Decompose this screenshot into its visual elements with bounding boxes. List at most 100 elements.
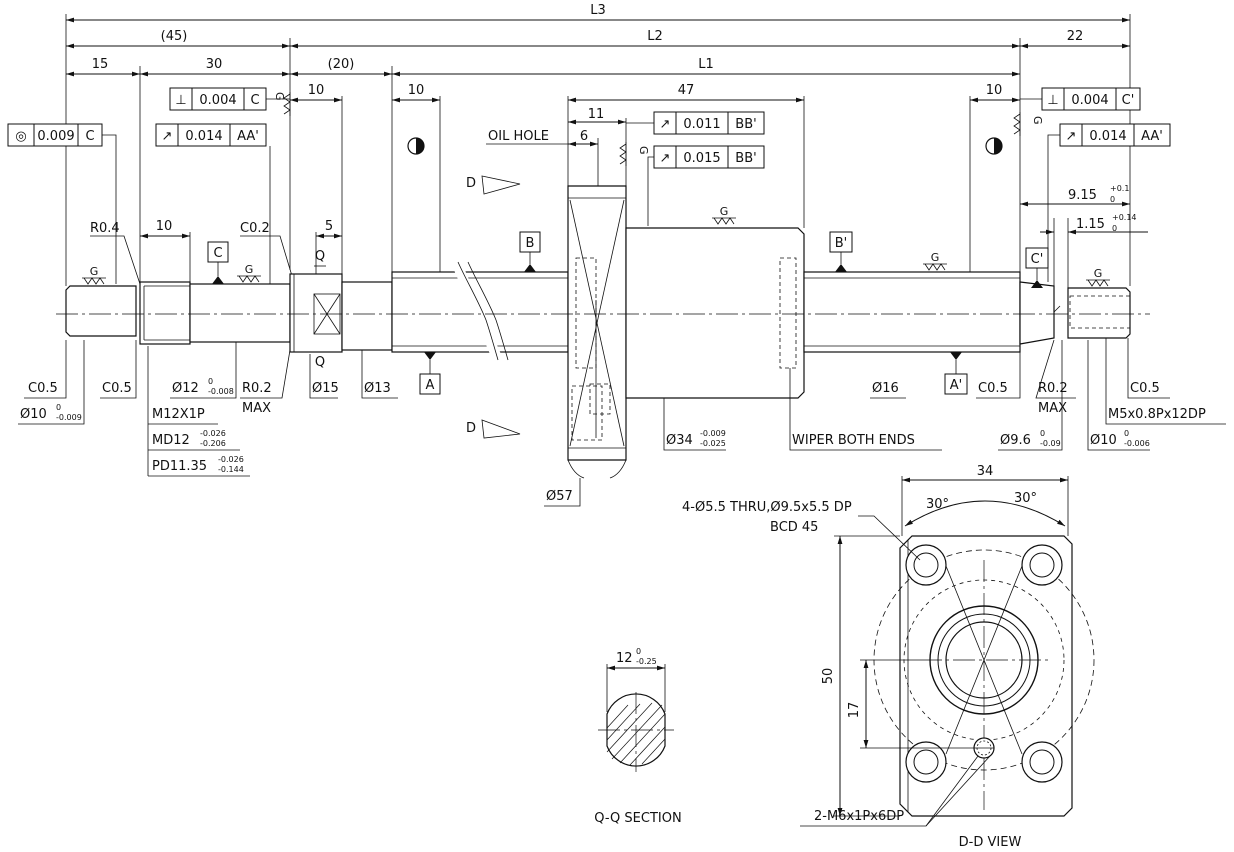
svg-text:+0.1: +0.1 (1110, 184, 1129, 193)
half-circle-icon (407, 137, 425, 155)
svg-text:Q: Q (315, 355, 325, 370)
svg-text:0: 0 (1124, 429, 1129, 438)
svg-text:C: C (85, 129, 94, 144)
dim-6: 6 (580, 129, 588, 144)
svg-text:G: G (245, 263, 254, 276)
dim-115: 1.15 (1076, 217, 1105, 232)
svg-text:G: G (90, 265, 99, 278)
gdt-frames: ◎ 0.009 C ⊥ 0.004 C ↗ 0.014 AA' ↗ 0.011 … (7, 87, 1171, 284)
runout-icon: ↗ (660, 117, 671, 132)
bolt-hole (905, 544, 947, 586)
qq-section-title: Q-Q SECTION (594, 811, 681, 826)
dia-13: Ø13 (364, 381, 391, 396)
datum-b: B (519, 231, 541, 272)
ball-screw-shaft (56, 185, 1150, 479)
dia-15: Ø15 (312, 381, 339, 396)
svg-text:D: D (466, 176, 476, 191)
runout-icon: ↗ (162, 129, 173, 144)
bolt-hole (1021, 544, 1063, 586)
perpendicularity-icon: ⊥ (1047, 93, 1058, 108)
view-mark-d-top: D (466, 175, 521, 195)
svg-text:D: D (466, 421, 476, 436)
fcf-perpendicularity-left: ⊥ 0.004 C (169, 87, 290, 111)
svg-text:A': A' (950, 378, 962, 393)
dim-l1: L1 (698, 57, 714, 72)
svg-text:0.014: 0.014 (185, 129, 222, 144)
svg-text:-0.009: -0.009 (700, 429, 726, 438)
svg-text:G: G (1031, 116, 1044, 125)
dim-30: 30 (206, 57, 223, 72)
oil-hole-label: OIL HOLE (488, 129, 549, 144)
dim-22: 22 (1067, 29, 1084, 44)
dd-height: 50 (821, 668, 836, 685)
qq-section-view: 12 0 -0.25 Q-Q SECTION (594, 647, 681, 826)
dia-10-right: Ø10 (1090, 433, 1117, 448)
svg-text:BB': BB' (735, 117, 756, 132)
dia-10-left: Ø10 (20, 407, 47, 422)
runout-icon: ↗ (660, 151, 671, 166)
chamfer-c05-thread: C0.5 (102, 381, 132, 396)
radius-r02-right: R0.2 (1038, 381, 1068, 396)
grind-symbol-vertical: G (273, 92, 291, 116)
datum-c-prime: C' (1025, 247, 1049, 288)
dim-915: 9.15 (1068, 188, 1097, 203)
angle-left: 30° (926, 497, 949, 512)
dd-view-title: D-D VIEW (959, 835, 1022, 850)
fcf-concentricity: ◎ 0.009 C (7, 123, 117, 284)
svg-text:A: A (426, 378, 435, 393)
svg-text:G: G (1094, 267, 1103, 280)
grind-symbol: G (237, 263, 261, 283)
dim-45: (45) (161, 29, 188, 44)
svg-text:0.009: 0.009 (37, 129, 74, 144)
fcf-runout-left: ↗ 0.014 AA' (155, 123, 271, 284)
svg-text:+0.14: +0.14 (1112, 213, 1137, 222)
svg-text:-0.009: -0.009 (56, 413, 82, 422)
svg-text:AA': AA' (1141, 129, 1163, 144)
chamfer-c05-left: C0.5 (28, 381, 58, 396)
svg-text:MAX: MAX (1038, 401, 1067, 416)
datum-a: A (419, 352, 441, 395)
fcf-runout-right: ↗ 0.014 AA' (1047, 123, 1171, 282)
grind-symbol: G (923, 251, 947, 271)
grind-symbol: G (82, 265, 106, 285)
surface-symbols: G G G G G G G G C B (82, 92, 1110, 439)
chamfer-c02: C0.2 (240, 221, 270, 236)
datum-a-prime: A' (944, 352, 968, 395)
svg-text:0.014: 0.014 (1089, 129, 1126, 144)
bolt-hole (905, 741, 947, 783)
perpendicularity-icon: ⊥ (175, 93, 186, 108)
dim-10-bearing: 10 (308, 83, 325, 98)
dia-34: Ø34 (666, 433, 693, 448)
thread-m12: M12X1P (152, 407, 205, 422)
view-mark-d-bottom: D (466, 419, 521, 439)
runout-icon: ↗ (1066, 129, 1077, 144)
dim-5: 5 (325, 219, 333, 234)
svg-text:0: 0 (1040, 429, 1045, 438)
dim-20: (20) (328, 57, 355, 72)
svg-text:BB': BB' (735, 151, 756, 166)
bottom-callouts: C0.5 Ø10 0 -0.009 C0.5 M12X1P MD12 -0.02… (18, 338, 1226, 507)
datum-c: C (207, 241, 229, 284)
svg-text:-0.025: -0.025 (700, 439, 726, 448)
section-mark-q-top: Q (314, 249, 326, 267)
svg-text:0: 0 (1112, 224, 1117, 233)
radius-r02-left: R0.2 (242, 381, 272, 396)
grind-symbol-vertical: G (619, 142, 650, 166)
svg-text:0.004: 0.004 (1071, 93, 1108, 108)
thread-m5: M5x0.8Px12DP (1108, 407, 1206, 422)
svg-text:C: C (213, 246, 222, 261)
dim-l2: L2 (647, 29, 663, 44)
dd-view: 34 30° 30° 4-Ø5.5 THRU,Ø9.5x5.5 DP BCD 4… (682, 464, 1095, 850)
bolt-hole (1021, 741, 1063, 783)
svg-text:0: 0 (1110, 195, 1115, 204)
svg-text:0: 0 (208, 377, 213, 386)
fcf-perpendicularity-right: ⊥ 0.004 C' (1020, 87, 1141, 111)
dim-10-thread: 10 (156, 219, 173, 234)
svg-text:B': B' (835, 236, 848, 251)
svg-text:-0.008: -0.008 (208, 387, 234, 396)
svg-text:-0.25: -0.25 (636, 657, 657, 666)
chamfer-c05-end: C0.5 (1130, 381, 1160, 396)
svg-text:-0.026: -0.026 (200, 429, 226, 438)
qq-width: 12 (616, 651, 633, 666)
dim-10-right: 10 (986, 83, 1003, 98)
